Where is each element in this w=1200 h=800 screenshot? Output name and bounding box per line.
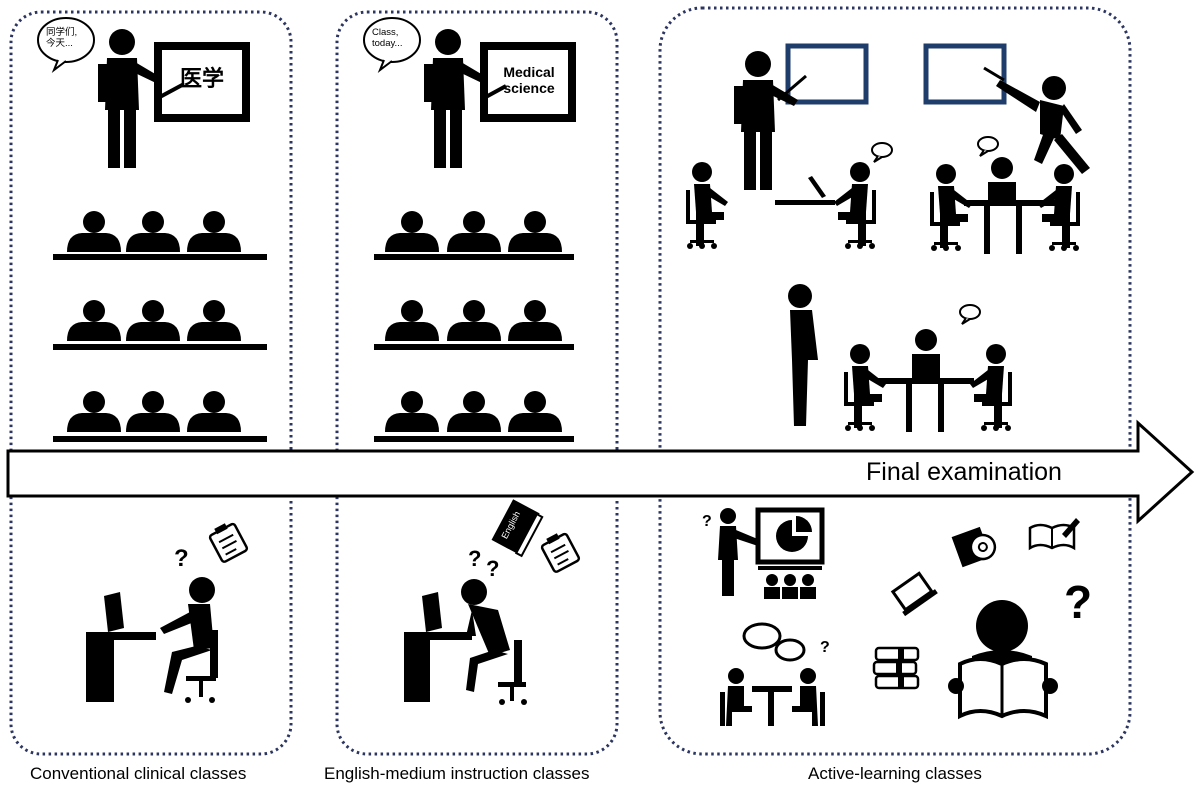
svg-text:?: ?: [174, 545, 189, 572]
svg-text:?: ?: [486, 556, 499, 581]
svg-text:?: ?: [702, 513, 712, 530]
student-rows-emi-icon: [374, 211, 574, 442]
self-study-desk-emi-icon: ? ?: [404, 499, 581, 705]
active-classroom-icon: [686, 43, 1090, 432]
book-stack-icon: [872, 646, 920, 690]
caption-active: Active-learning classes: [808, 764, 982, 783]
question-mark-icon: ?: [1064, 576, 1092, 628]
arrow-label: Final examination: [866, 458, 1062, 486]
board-text-1: 医学: [179, 66, 224, 91]
svg-text:?: ?: [820, 639, 830, 656]
svg-text:?: ?: [468, 546, 481, 571]
speech-bubble-text-1: 同学们, 今天...: [46, 27, 77, 50]
board-text-line: science: [503, 80, 555, 97]
caption-emi: English-medium instruction classes: [324, 764, 590, 783]
board-text-2: Medical science: [494, 64, 564, 96]
speech-bubble-text-2: Class, today...: [372, 27, 402, 50]
presentation-icon: ?: [702, 507, 825, 599]
panel-frame-emi: [335, 10, 619, 756]
cd-icon: [951, 526, 997, 568]
student-rows-icon: [53, 211, 267, 442]
caption-conventional: Conventional clinical classes: [30, 764, 247, 783]
reading-student-icon: [948, 600, 1058, 720]
panel-frame-conventional: [9, 10, 293, 756]
speech-bubble-line: 今天...: [46, 38, 73, 50]
teacher-at-board-emi-icon: [363, 17, 576, 168]
speech-bubble-line: Class,: [372, 27, 399, 38]
timeline-arrow: [6, 419, 1195, 525]
speech-bubble-line: today...: [372, 38, 403, 50]
self-study-desk-icon: ?: [86, 522, 249, 703]
speech-bubble-line: 同学们,: [46, 27, 78, 38]
teacher-at-board-icon: [37, 17, 250, 168]
panel-frame-active: [658, 6, 1132, 756]
laptop-icon: [890, 571, 938, 617]
board-text-line: Medical: [503, 64, 555, 80]
book-icon: [491, 499, 544, 558]
open-book-icon: [1028, 518, 1080, 551]
group-discussion-icon: ?: [720, 622, 830, 726]
